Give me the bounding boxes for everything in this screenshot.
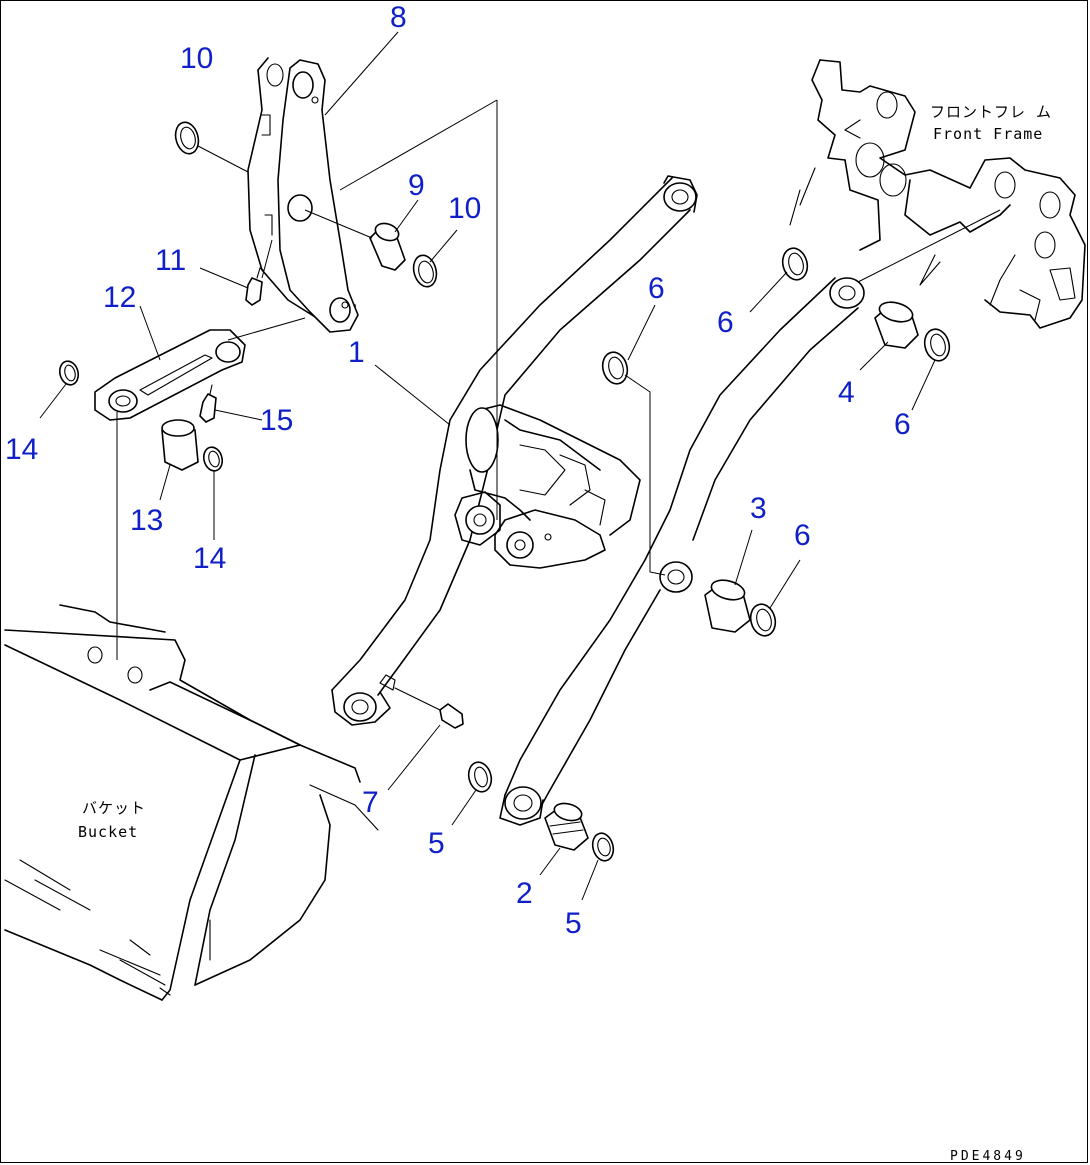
seal-ring-6-top — [781, 247, 809, 281]
drawing-code: PDE4849 — [950, 1149, 1026, 1164]
callout-12: 12 — [103, 281, 136, 314]
bucket — [4, 604, 379, 1001]
callout-numbers: 8 10 9 10 11 12 1 14 15 13 14 6 6 4 6 3 … — [5, 1, 911, 940]
callout-11: 11 — [155, 244, 186, 277]
seal-ring-6-right — [923, 328, 951, 362]
grease-fitting-15 — [199, 384, 217, 423]
callout-13: 13 — [130, 504, 163, 537]
callout-2: 2 — [516, 877, 533, 910]
assembly-lines — [116, 99, 1001, 660]
seal-ring-6-low — [749, 603, 777, 637]
callout-10-right: 10 — [448, 192, 481, 225]
callout-9: 9 — [408, 169, 425, 202]
callout-15: 15 — [260, 404, 293, 437]
callout-1: 1 — [348, 336, 365, 369]
callout-6-right: 6 — [894, 408, 911, 441]
bellcrank — [247, 57, 359, 333]
seal-ring-14-right — [202, 446, 224, 472]
bushing-13 — [161, 419, 199, 471]
callout-14-right: 14 — [193, 542, 226, 575]
bushing-9 — [369, 222, 406, 271]
callout-8: 8 — [390, 1, 407, 34]
seal-ring-5-lower — [591, 832, 615, 862]
callout-5-upper: 5 — [428, 827, 445, 860]
seal-ring-10-right — [412, 254, 438, 288]
front-frame — [789, 59, 1086, 329]
grease-fitting-7 — [379, 674, 464, 729]
bushing-2 — [544, 802, 589, 851]
front-frame-label-en: Front Frame — [933, 125, 1043, 143]
bucket-label-en: Bucket — [78, 823, 138, 841]
link-12 — [94, 329, 246, 421]
grease-fitting-11 — [245, 267, 264, 306]
callout-10-left: 10 — [180, 42, 213, 75]
callout-6-mid: 6 — [648, 272, 665, 305]
seal-ring-6-mid — [601, 351, 629, 385]
bushing-3 — [704, 579, 751, 633]
boom — [331, 175, 865, 826]
callout-7: 7 — [362, 786, 379, 819]
bushing-4 — [874, 301, 919, 349]
bucket-label-jp: バケット — [82, 799, 146, 817]
seal-ring-5-upper — [467, 761, 493, 793]
callout-5-lower: 5 — [565, 907, 582, 940]
component-labels: フロントフレ ム Front Frame バケット Bucket PDE4849 — [78, 103, 1052, 1164]
front-frame-label-jp: フロントフレ ム — [930, 103, 1052, 121]
callout-3: 3 — [750, 492, 767, 525]
leader-lines — [39, 31, 936, 901]
seal-ring-14-left — [58, 360, 80, 386]
callout-14-left: 14 — [5, 433, 38, 466]
seal-ring-10-left — [174, 121, 200, 155]
callout-4: 4 — [838, 376, 855, 409]
callout-6-low: 6 — [794, 519, 811, 552]
callout-6-top: 6 — [717, 306, 734, 339]
